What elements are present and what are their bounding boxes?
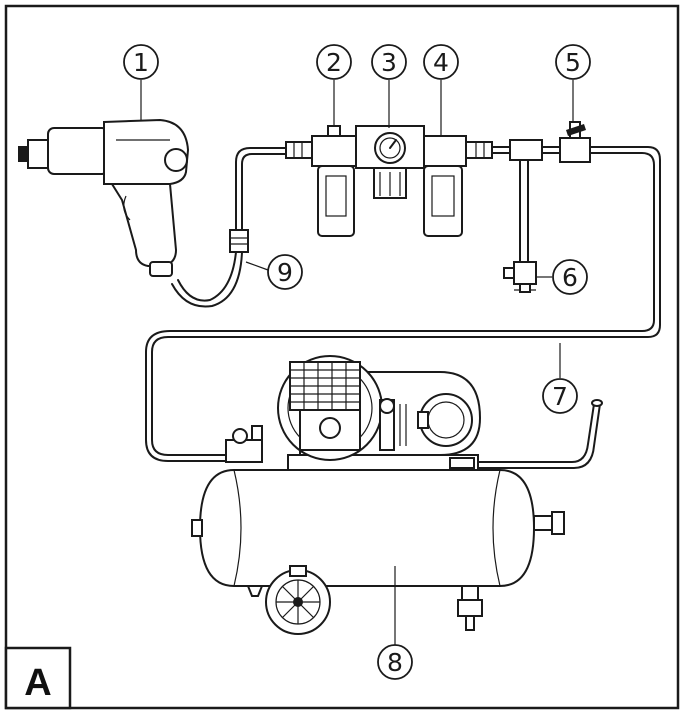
svg-text:7: 7 [552, 382, 568, 411]
callout-8: 8 [377, 644, 413, 680]
svg-text:5: 5 [565, 48, 581, 77]
svg-text:4: 4 [433, 48, 449, 77]
callout-7: 7 [542, 378, 578, 414]
svg-text:1: 1 [133, 48, 149, 77]
leader-lines [140, 80, 574, 646]
panel-label: A [4, 646, 72, 710]
svg-text:6: 6 [562, 263, 578, 292]
tee-and-valve-assembly [503, 121, 591, 293]
svg-text:3: 3 [381, 48, 397, 77]
air-tank [198, 469, 536, 587]
callout-2: 2 [316, 44, 352, 80]
callout-5: 5 [555, 44, 591, 80]
air-hose-main [151, 146, 661, 456]
svg-text:2: 2 [326, 48, 342, 77]
callout-9: 9 [267, 254, 303, 290]
panel-letter: A [24, 662, 51, 704]
filter-regulator-lubricator [285, 125, 511, 237]
callout-4: 4 [423, 44, 459, 80]
callout-1: 1 [123, 44, 159, 80]
callout-6: 6 [552, 259, 588, 295]
quick-coupling [229, 229, 249, 253]
impact-wrench [18, 118, 190, 277]
svg-text:9: 9 [277, 258, 293, 287]
svg-text:8: 8 [387, 648, 403, 677]
air-hose-tool [235, 147, 289, 233]
diagram-frame [4, 4, 680, 710]
air-compressor [191, 355, 603, 635]
callout-3: 3 [371, 44, 407, 80]
